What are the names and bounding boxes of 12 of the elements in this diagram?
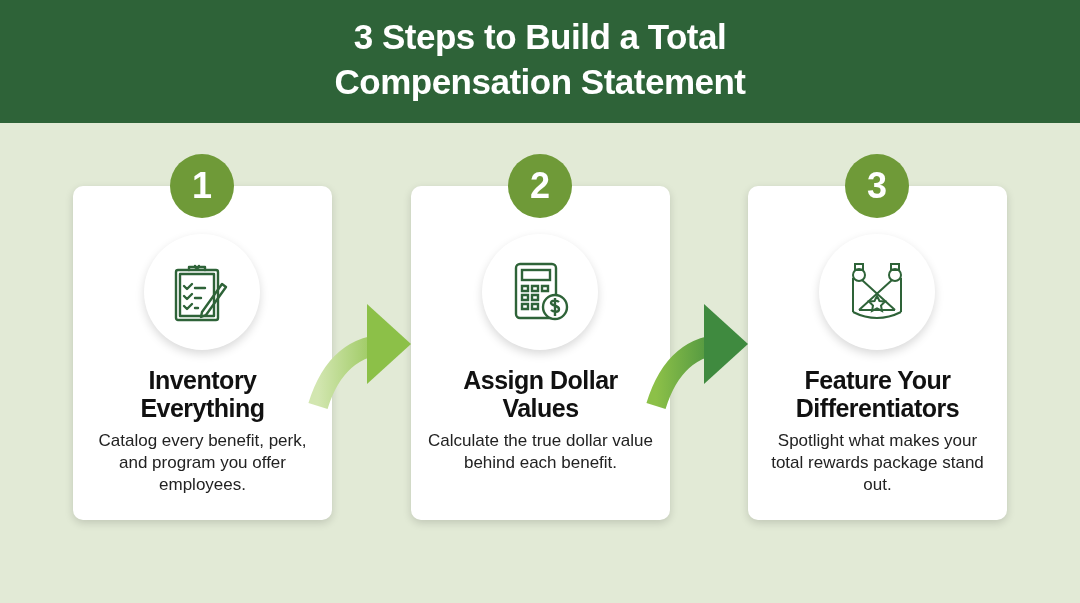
step-number-badge: 2 [508, 154, 572, 218]
step-heading: Feature Your Differentiators [794, 366, 961, 422]
step-heading: Inventory Everything [139, 366, 266, 422]
step-description: Catalog every benefit, perk, and program you offer employees. [97, 430, 308, 496]
step-number-badge: 1 [170, 154, 234, 218]
step-description: Spotlight what makes your total rewards package stand out. [770, 430, 985, 496]
curved-arrow [308, 305, 411, 410]
title: 3 Steps to Build a Total Compensation Statement [333, 16, 747, 103]
step-number-badge: 3 [845, 154, 909, 218]
step-heading: Assign Dollar Values [462, 366, 619, 422]
curved-arrow [646, 305, 748, 410]
step-description: Calculate the true dollar value behind each benefit. [427, 430, 654, 474]
